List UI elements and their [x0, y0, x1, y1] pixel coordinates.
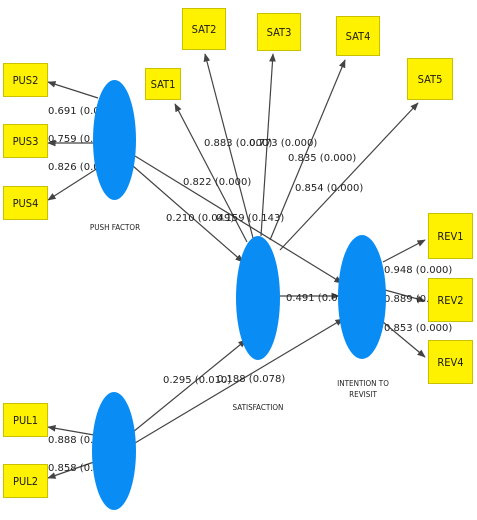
loading-rev1: 0.948 (0.000) [384, 265, 452, 276]
indicator-pus2: PUS2 [3, 63, 48, 97]
loading-rev2: 0.889 (0.000) [384, 294, 452, 305]
loading-pul2: 0.858 (0.000) [48, 463, 116, 474]
edge-rev2 [384, 289, 426, 303]
edge-pus4 [47, 167, 99, 201]
label-intention-line2: REVISIT [349, 390, 377, 399]
indicator-sat1: SAT1 [145, 68, 181, 100]
construct-satisfaction [236, 236, 280, 360]
indicator-sat3: SAT3 [257, 13, 301, 51]
edge-pull-sat [132, 339, 247, 433]
indicator-rev4: REV4 [428, 340, 473, 384]
path-pull-int: 0.188 (0.078) [217, 374, 285, 385]
indicator-rev1: REV1 [428, 213, 473, 259]
edge-sat5 [279, 102, 419, 251]
path-push-int: 0.159 (0.143) [216, 213, 284, 224]
indicator-sat2: SAT2 [182, 8, 226, 50]
edge-pus2 [47, 81, 99, 99]
label-push-factor: PUSH FACTOR [89, 223, 141, 232]
edge-sat3 [260, 53, 276, 237]
loading-sat1: 0.822 (0.000) [183, 177, 251, 188]
label-intention-line1: INTENTION TO [337, 379, 389, 388]
indicator-pus4: PUS4 [3, 186, 48, 220]
indicator-pul2: PUL2 [3, 464, 48, 498]
edge-push-int [134, 155, 343, 284]
path-push-sat: 0.210 (0.049) [166, 213, 234, 224]
edge-sat4 [269, 59, 346, 241]
loading-sat4: 0.835 (0.000) [288, 153, 356, 164]
indicator-sat4: SAT4 [336, 16, 380, 56]
edge-pull-int [134, 318, 344, 444]
edge-rev4 [382, 321, 426, 358]
edge-push-sat [132, 165, 244, 263]
construct-pull-factor [92, 392, 136, 510]
indicator-sat5: SAT5 [407, 58, 453, 100]
edge-rev1 [382, 239, 426, 263]
edge-sat1 [174, 103, 248, 243]
edge-pul1 [47, 424, 95, 436]
loading-pus2: 0.691 (0.000) [48, 106, 116, 117]
loading-pus4: 0.826 (0.000) [48, 162, 116, 173]
construct-push-factor [93, 80, 136, 200]
label-intention-to-revisit: INTENTION TO REVISIT [320, 378, 406, 400]
path-sat-int: 0.491 (0.000) [286, 293, 354, 304]
loading-sat5: 0.854 (0.000) [295, 183, 363, 194]
indicator-pul1: PUL1 [3, 403, 48, 437]
loading-pus3: 0.759 (0.000) [48, 134, 116, 145]
loading-pul1: 0.888 (0.000) [48, 435, 116, 446]
edge-sat2 [203, 53, 254, 239]
path-pull-sat: 0.295 (0.010) [163, 375, 231, 386]
indicator-pus3: PUS3 [3, 124, 48, 158]
indicator-rev2: REV2 [428, 278, 473, 322]
label-satisfaction: SATISFACTION [232, 403, 284, 412]
loading-sat2: 0.883 (0.000) [204, 138, 272, 149]
loading-sat3: 0.773 (0.000) [249, 138, 317, 149]
construct-intention-to-revisit [338, 235, 386, 359]
loading-rev4: 0.853 (0.000) [384, 323, 452, 334]
edge-pul2 [47, 461, 95, 479]
